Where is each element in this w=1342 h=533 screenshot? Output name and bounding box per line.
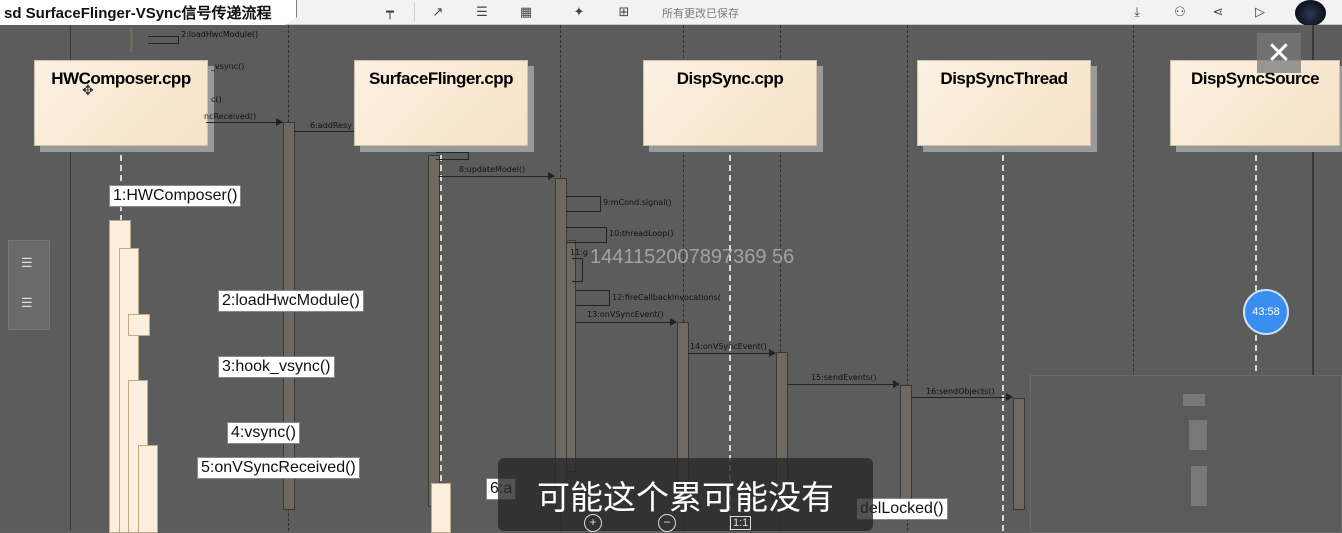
self-message [572,258,583,282]
share-icon[interactable]: ⋖ [1212,4,1224,20]
call-label-hook-vsync: 3:hook_vsync() [218,356,335,378]
self-message [436,152,469,160]
arrowhead [670,318,677,326]
activation-bar [1013,398,1025,510]
lifeline-header-surfaceflinger[interactable]: SurfaceFlinger.cpp [354,60,528,146]
minimap-preview[interactable] [1030,375,1342,533]
toolbar-divider [414,3,415,21]
arrowhead [548,172,555,180]
move-cursor-icon: ✥ [82,82,94,98]
lifeline-dispsync [729,155,731,531]
message-arrow [438,176,554,177]
left-side-panel[interactable]: ☰ ☰ [8,240,50,330]
video-watermark: 1441152007897369 56 [590,246,795,268]
minimap-block [1183,394,1205,406]
message-label: _vsync() [211,62,245,71]
zoom-out-button[interactable]: − [658,514,676,532]
arrowhead [769,349,776,357]
play-icon[interactable]: ▷ [1255,4,1265,20]
magic-icon[interactable]: ✦ [573,4,585,20]
self-message [566,227,607,243]
message-label: 16:sendObjects() [926,387,995,396]
message-arrow [206,122,282,123]
message-label: 9:mCond.signal() [603,198,672,207]
call-label-vsync: 4:vsync() [227,422,300,444]
activation-bar [283,122,295,510]
menu-icon[interactable]: ☰ [21,295,33,310]
minimap-block [1191,466,1207,506]
lifeline-dispsyncthread [1002,155,1004,531]
message-label: 15:sendEvents() [811,373,877,382]
activation-bar [138,445,158,533]
avatar[interactable] [1295,0,1326,26]
self-message [148,36,179,44]
background-line [780,25,781,531]
activation-bar [428,155,440,507]
list-icon[interactable]: ☰ [21,255,33,270]
message-label: 8:updateModel() [459,165,526,174]
message-label: c() [211,95,222,104]
message-label: 11:g [570,248,588,257]
left-border-line [70,25,71,531]
message-label: 2:loadHwcModule() [181,30,259,39]
message-arrow [911,397,1012,398]
lifeline-header-dispsyncsource[interactable]: DispSyncSource [1170,60,1340,146]
align-icon[interactable]: ☰ [476,4,488,20]
video-subtitle: 可能这个累可能没有 [498,458,873,531]
arrow-icon[interactable]: ↗ [432,4,444,20]
message-arrow [294,131,354,132]
activation-bar [431,483,451,533]
activation-bar [128,314,150,336]
message-label: 14:onVSyncEvent() [690,342,767,351]
activation-bar [900,385,912,510]
zoom-in-button[interactable]: + [584,514,602,532]
layout-icon[interactable]: ⊞ [618,4,630,20]
zoom-reset-button[interactable]: 1:1 [730,516,752,530]
call-label-updatemodellocked: delLocked() [857,498,948,520]
self-message [566,196,601,212]
message-label: ncReceived() [204,112,257,121]
zoom-controls: + − 1:1 [578,512,768,532]
background-line [1133,25,1134,531]
call-label-loadhwcmodule: 2:loadHwcModule() [218,290,364,312]
message-label: 10:threadLoop() [609,229,674,238]
download-icon[interactable]: ⤓ [1134,4,1140,20]
activation-bar [130,28,133,52]
lifeline-surfaceflinger [440,155,442,531]
right-border-line [1312,25,1314,531]
close-button[interactable]: ✕ [1257,33,1301,73]
message-arrow [787,384,899,385]
arrowhead [1006,393,1013,401]
collab-icon[interactable]: ⚇ [1174,4,1186,20]
pin-icon[interactable]: ┯ [386,4,394,20]
lifeline-dispsyncsource [1255,155,1257,531]
arrowhead [276,118,283,126]
arrowhead [893,380,900,388]
close-icon: ✕ [1266,36,1292,70]
lifeline-header-hwcomposer[interactable]: HWComposer.cpp [34,60,208,146]
grid-icon[interactable]: ▦ [519,4,533,20]
message-label: 12:fireCallbackInvocations( [612,293,721,302]
timer-badge[interactable]: 43:58 [1243,289,1289,335]
save-status: 所有更改已保存 [662,7,739,20]
message-label: 6:addResy [310,121,352,130]
message-label: 13:onVSyncEvent() [587,310,664,319]
background-line [683,25,684,531]
lifeline-header-dispsync[interactable]: DispSync.cpp [643,60,817,146]
background-line [907,25,908,531]
minimap-block [1189,420,1207,450]
lifeline-header-dispsyncthread[interactable]: DispSyncThread [917,60,1091,146]
call-label-hwcomposer: 1:HWComposer() [109,185,242,207]
message-arrow [576,322,676,323]
self-message [576,290,610,306]
call-label-onvsyncreceived: 5:onVSyncReceived() [197,457,360,479]
message-arrow [688,353,775,354]
